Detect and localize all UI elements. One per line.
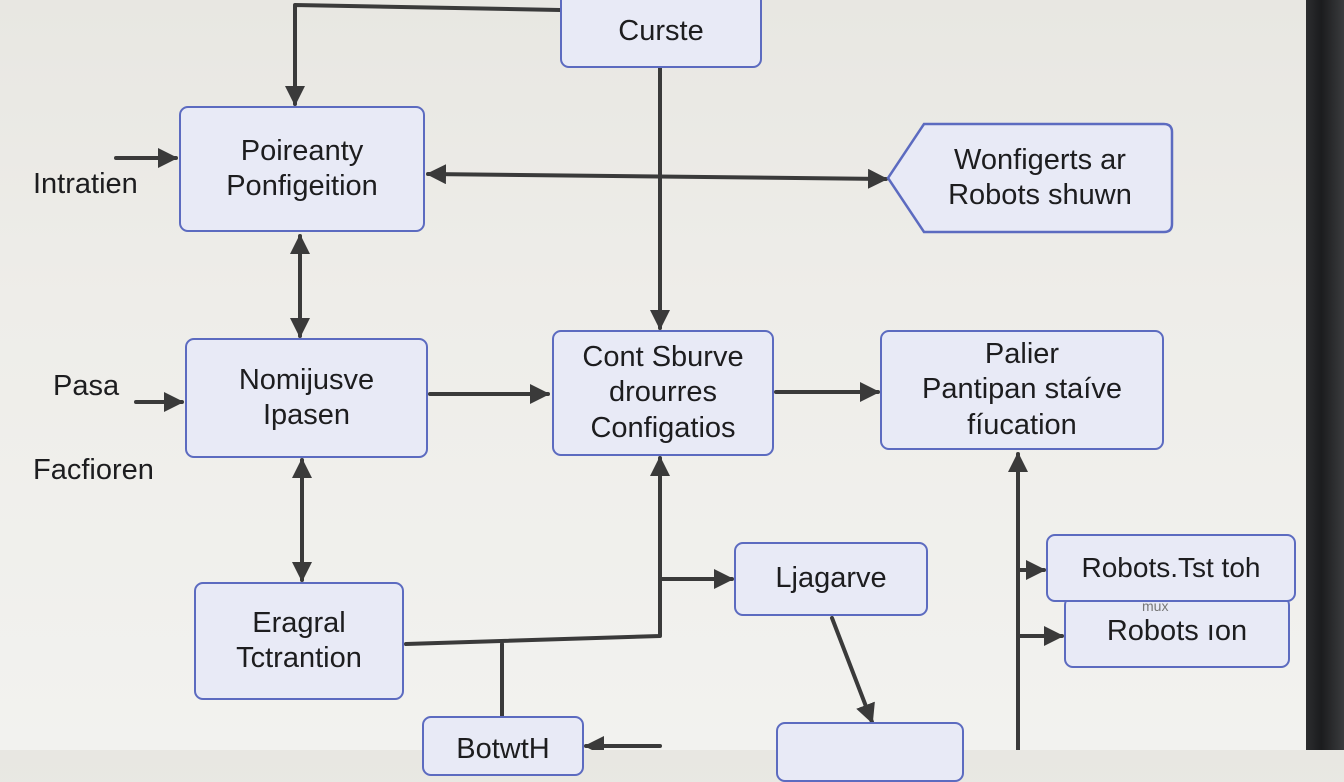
node-cont-line2: drourres: [609, 376, 717, 409]
node-cont-sburve[interactable]: Cont Sburve drourres Configatios: [552, 330, 774, 456]
node-wonfigerts[interactable]: Wonfigerts ar Robots shuwn: [912, 122, 1168, 234]
node-poireanty-line1: Poireanty: [240, 134, 364, 167]
node-eragral-line1: Eragral: [252, 606, 346, 639]
node-ljagarve[interactable]: Ljagarve: [734, 542, 928, 616]
node-poireanty-line2: Ponfigeition: [226, 170, 378, 202]
node-nomijusve[interactable]: Nomijusve Ipasen: [185, 338, 428, 458]
monitor-bezel: [1306, 0, 1344, 750]
arrow-poireanty-wonfigerts: [426, 164, 888, 189]
node-robots-ion[interactable]: Robots ıon: [1064, 596, 1290, 668]
node-curste[interactable]: Curste: [560, 0, 762, 68]
node-wonfigerts-line2: Robots shuwn: [948, 179, 1132, 211]
node-palier-line1: Palier: [984, 337, 1060, 370]
label-intratien: Intratien: [33, 168, 138, 200]
arrow-eragral-to-cont: [404, 456, 670, 646]
node-curste-line1: Curste: [618, 15, 704, 48]
node-eragral[interactable]: Eragral Tctrantion: [194, 582, 404, 700]
node-cont-line1: Cont Sburve: [582, 340, 744, 373]
node-palier-line3: fíucation: [967, 408, 1077, 441]
node-robots-tst-line1: Robots.Tst toh: [1081, 551, 1261, 583]
node-nomijusve-line1: Nomijusve: [238, 363, 375, 396]
node-ljagarve-line1: Ljagarve: [775, 562, 887, 595]
connector-layer: [114, 3, 1064, 750]
node-nomijusve-line2: Ipasen: [262, 399, 351, 431]
node-robots-tst[interactable]: Robots.Tst toh: [1046, 534, 1296, 602]
label-pasa: Pasa: [53, 370, 120, 402]
node-cont-line3: Configatios: [590, 411, 736, 444]
node-palier-line2: Pantipan staíve: [922, 373, 1122, 406]
node-wonfigerts-shape: [886, 122, 1174, 234]
node-botwth[interactable]: BotwtH: [422, 716, 584, 776]
node-palier[interactable]: Palier Pantipan staíve fíucation: [880, 330, 1164, 450]
faint-overlap-text: mux: [1142, 598, 1169, 614]
label-facfioren: Facfioren: [33, 454, 154, 486]
node-eragral-line2: Tctrantion: [236, 642, 362, 674]
arrow-ljagarve-down: [830, 616, 875, 724]
node-wonfigerts-line1: Wonfigerts ar: [954, 143, 1126, 176]
node-bottom-partial[interactable]: [776, 722, 964, 782]
arrow-curste-to-poireanty: [285, 3, 562, 106]
node-poireanty[interactable]: Poireanty Ponfigeition: [179, 106, 425, 232]
node-robots-ion-line1: Robots ıon: [1106, 615, 1248, 648]
